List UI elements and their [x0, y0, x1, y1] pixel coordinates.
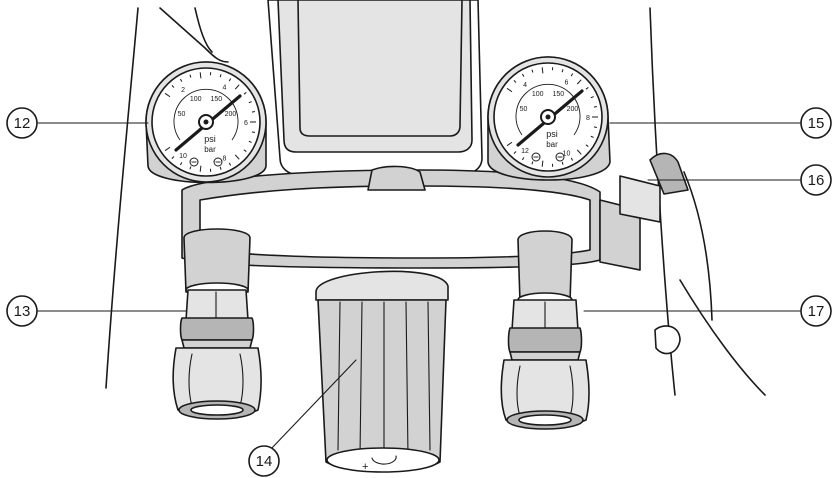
gauge-tick — [570, 157, 574, 161]
gauge-tick — [570, 73, 574, 77]
gauge-tick — [199, 72, 202, 79]
gauge-tick — [506, 87, 513, 93]
callout-label: 16 — [808, 172, 825, 189]
gauge-tick — [164, 146, 171, 152]
callout-label: 13 — [14, 303, 31, 320]
gauge-tick — [228, 162, 232, 166]
callout-label: 17 — [808, 303, 825, 320]
gauge-tick — [590, 96, 594, 99]
gauge-tick — [513, 80, 517, 83]
callout-circle — [800, 295, 832, 327]
gauge-tick — [521, 73, 525, 77]
gauge-bar-tick-label: 2 — [181, 87, 185, 94]
gauge-psi-arc — [515, 83, 581, 136]
callout-label: 15 — [808, 115, 825, 132]
gauge-tick — [251, 111, 255, 113]
gauge-tick — [513, 151, 517, 154]
gauge-tick — [561, 161, 564, 165]
gauge-tick — [199, 165, 202, 172]
gauge-tick — [251, 131, 255, 133]
gauge-tick — [228, 78, 232, 82]
regulator-knob: + — [315, 270, 449, 473]
gauge-tick — [171, 85, 175, 88]
right-coupler — [500, 230, 590, 430]
callout-circle — [6, 107, 38, 139]
gauge-psi-tick-label: 200 — [567, 106, 579, 113]
gauge-tick — [541, 160, 544, 167]
callout-17: 17 — [583, 295, 832, 327]
callout-circle — [248, 445, 280, 477]
gauge-unit-psi: psi — [546, 129, 558, 139]
gauge-psi-tick-label: 150 — [552, 91, 564, 98]
left-coupler — [172, 228, 262, 420]
gauge-bar-tick-label: 4 — [523, 82, 527, 89]
gauge-tick — [521, 157, 525, 161]
gauge-tick — [234, 154, 240, 160]
gauge-psi-tick-label: 50 — [520, 106, 528, 113]
gauge-unit-psi: psi — [204, 134, 216, 144]
gauge-psi-tick-label: 200 — [225, 111, 237, 118]
gauge-bar-tick-label: 10 — [563, 150, 571, 157]
manifold-bar — [181, 165, 601, 269]
gauge-tick — [179, 162, 183, 166]
callout-14: 14 — [248, 359, 357, 477]
gauge-tick — [243, 92, 247, 95]
gauge-tick — [164, 92, 171, 98]
gauge-tick — [219, 166, 222, 170]
callout-label: 12 — [14, 115, 31, 132]
gauge-tick — [585, 87, 589, 90]
gauge-psi-arc — [173, 88, 239, 141]
gauge-tick — [248, 140, 252, 143]
callout-circle — [6, 295, 38, 327]
callout-15: 15 — [609, 107, 832, 139]
gauge-tick — [171, 156, 175, 159]
gauge-tick — [189, 74, 192, 78]
gauge-tick — [219, 74, 222, 78]
gauge-tick — [189, 166, 192, 170]
regulator-plus-sign: + — [362, 461, 368, 473]
gauge-tick — [248, 101, 252, 104]
gauge-bar-tick-label: 6 — [244, 120, 248, 127]
gauge-tick — [576, 149, 582, 155]
gauge-psi-tick-label: 50 — [178, 111, 186, 118]
safety-valve — [599, 152, 713, 355]
gauge-bar-tick-label: 4 — [223, 85, 227, 92]
gauge-tick — [179, 78, 183, 82]
gauge-tick — [590, 135, 594, 138]
callout-13: 13 — [6, 295, 187, 327]
gauge-needle-pin — [545, 114, 551, 120]
gauge-tick — [506, 141, 513, 147]
gauge-tick — [561, 69, 564, 73]
gauge-bar-tick-label: 8 — [586, 115, 590, 122]
gauge-unit-bar: bar — [546, 140, 558, 149]
callout-12: 12 — [6, 107, 149, 139]
gauge-tick — [576, 79, 582, 85]
gauge-needle-pin — [203, 119, 209, 125]
gauge-bar-tick-label: 6 — [565, 80, 569, 87]
gauge-tick — [585, 144, 589, 147]
gauge-psi-tick-label: 150 — [210, 96, 222, 103]
pressure-switch-housing — [267, 0, 483, 176]
gauge-tick — [593, 106, 597, 108]
callout-label: 14 — [256, 453, 273, 470]
gauge-bar-tick-label: 12 — [521, 148, 529, 155]
gauge-tick — [531, 161, 534, 165]
gauge-tick — [531, 69, 534, 73]
callout-circle — [800, 107, 832, 139]
gauge-bar-tick-label: 8 — [223, 155, 227, 162]
gauge-tick — [234, 84, 240, 90]
gauge-tick — [593, 126, 597, 128]
gauge-psi-tick-label: 100 — [190, 96, 202, 103]
gauge-tick — [243, 149, 247, 152]
gauge-psi-tick-label: 100 — [532, 91, 544, 98]
gauge-unit-bar: bar — [204, 145, 216, 154]
gauge-tick — [541, 67, 544, 74]
callout-circle — [800, 164, 832, 196]
callout-16: 16 — [647, 164, 832, 196]
gauge-bar-tick-label: 10 — [179, 153, 187, 160]
